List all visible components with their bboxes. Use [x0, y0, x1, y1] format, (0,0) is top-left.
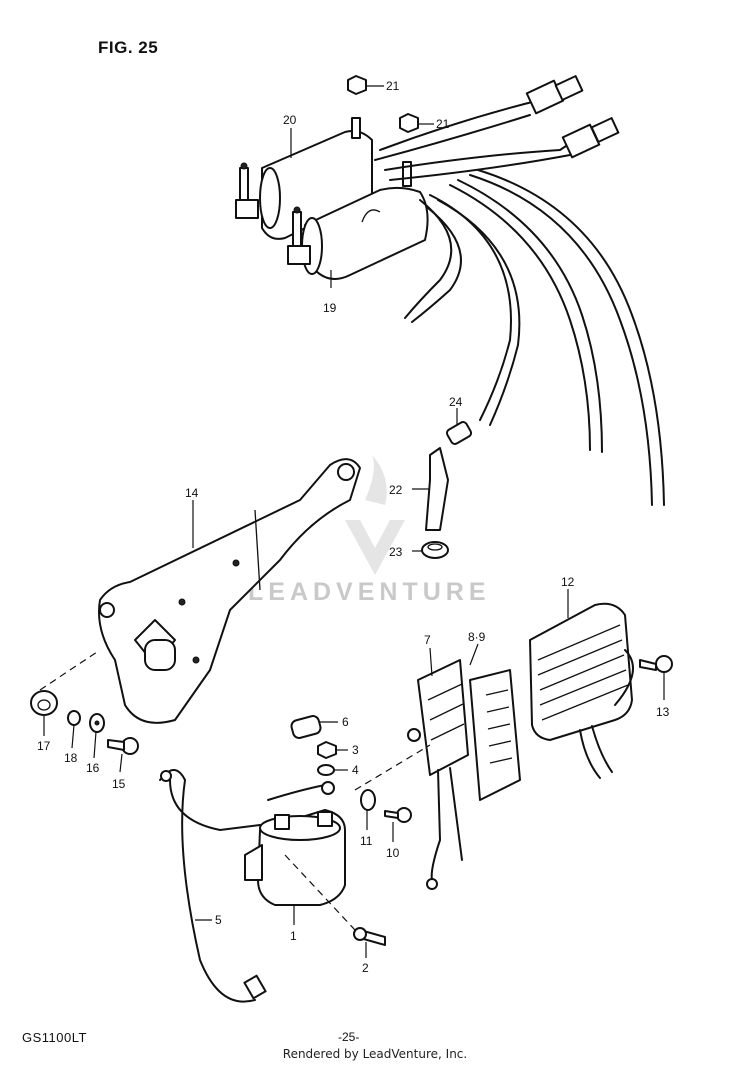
- callout-20: 20: [283, 113, 297, 127]
- bolt-15: [107, 737, 139, 755]
- callout-10: 10: [386, 846, 400, 860]
- footer-credit: Rendered by LeadVenture, Inc.: [282, 1047, 468, 1061]
- callout-6: 6: [342, 715, 349, 729]
- callout-8-9: 8·9: [468, 630, 486, 644]
- callout-2: 2: [362, 961, 369, 975]
- rubber-cap-24: [445, 421, 473, 445]
- callout-14: 14: [185, 486, 199, 500]
- callout-7: 7: [424, 633, 431, 647]
- bolt-2: [353, 927, 386, 946]
- starter-relay-1: [244, 809, 346, 906]
- callout-24: 24: [449, 395, 463, 409]
- ignition-coil-20: [235, 117, 373, 240]
- leader-lines: [43, 85, 665, 958]
- washer-16: [89, 713, 105, 733]
- washer-4: [317, 764, 335, 776]
- callout-3: 3: [352, 743, 359, 757]
- screw-10: [384, 807, 412, 823]
- callout-19: 19: [323, 301, 337, 315]
- battery-cable-5: [159, 769, 335, 1003]
- nut-21-upper: [347, 75, 367, 95]
- watermark-logo: [345, 455, 405, 575]
- assembly-lines: [39, 649, 431, 931]
- callout-17: 17: [37, 739, 51, 753]
- cap-6: [290, 715, 322, 739]
- callout-13: 13: [656, 705, 670, 719]
- callout-5: 5: [215, 913, 222, 927]
- watermark-text: LEADVENTURE: [248, 578, 491, 606]
- callout-4: 4: [352, 763, 359, 777]
- coil-wiring: [374, 75, 665, 506]
- callout-23: 23: [389, 545, 403, 559]
- fuse-cover-8-9: [469, 669, 521, 801]
- bracket-14: [98, 458, 361, 724]
- model-code: GS1100LT: [22, 1030, 87, 1045]
- callout-16: 16: [86, 761, 100, 775]
- washer-11: [360, 789, 376, 811]
- callout-15: 15: [112, 777, 126, 791]
- callout-21: 21: [436, 117, 450, 131]
- callout-22: 22: [389, 483, 403, 497]
- fuse-box-7: [407, 659, 469, 890]
- grommet-17: [30, 690, 58, 716]
- nut-21-lower: [399, 113, 419, 133]
- callout-labels: 21 21 20 19 24 22 23 14 12 7 8·9 13 17 1…: [37, 79, 670, 975]
- callout-12: 12: [561, 575, 575, 589]
- spark-plug-cap-22: [425, 447, 449, 531]
- page-number: -25-: [338, 1030, 360, 1044]
- callout-11: 11: [360, 834, 373, 848]
- screw-13: [639, 655, 673, 673]
- callout-18: 18: [64, 751, 78, 765]
- callout-1: 1: [290, 929, 297, 943]
- collar-18: [67, 710, 81, 726]
- callout-21: 21: [386, 79, 400, 93]
- nut-3: [317, 741, 337, 759]
- figure-title: FIG. 25: [98, 38, 159, 57]
- seal-23: [421, 541, 449, 559]
- regulator-rectifier-12: [529, 602, 634, 779]
- ignition-coil-19: [287, 161, 429, 280]
